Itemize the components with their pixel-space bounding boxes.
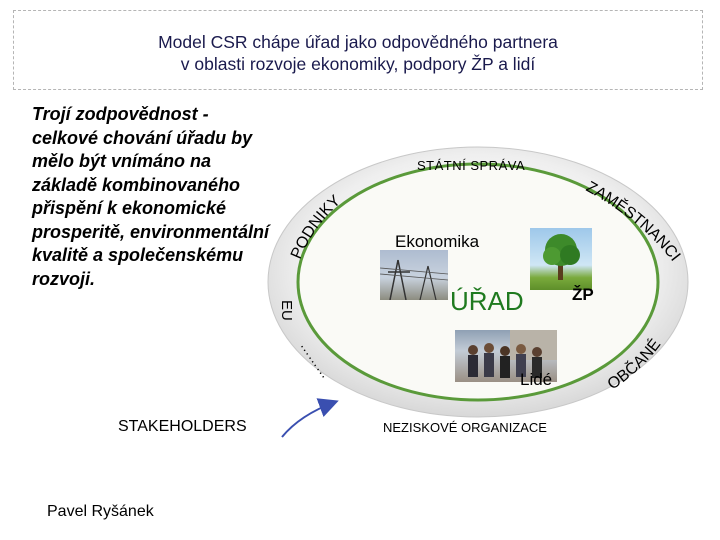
people-label: Lidé [520,370,553,389]
title-box: Model CSR chápe úřad jako odpovědného pa… [13,10,703,90]
page-title: Model CSR chápe úřad jako odpovědného pa… [14,31,702,75]
arc-label-eu: EU [278,300,295,321]
ngo-label: NEZISKOVÉ ORGANIZACE [383,420,547,435]
text-line: přispění k ekonomické [32,198,227,218]
stakeholders-label: STAKEHOLDERS [118,418,247,435]
economy-photo [380,250,448,300]
inner-ring [296,162,660,402]
stakeholders-arrow [281,398,339,438]
text-line: Trojí zodpovědnost - [32,104,209,124]
people-photo [455,330,557,382]
tree-icon [543,234,580,280]
people-icon [468,330,557,378]
environment-label: ŽP [572,285,594,304]
environment-photo [530,228,592,290]
title-line-2: v oblasti rozvoje ekonomiky, podpory ŽP … [180,54,536,74]
responsibility-text: Trojí zodpovědnost - celkové chování úřa… [32,103,302,291]
state-administration-label: STÁTNÍ SPRÁVA [417,158,526,173]
author-name: Pavel Ryšánek [47,503,154,520]
text-line: rozvoji. [32,268,96,289]
text-line: kvalitě a společenskému [32,245,244,265]
power-lines-icon [380,259,448,300]
economy-label: Ekonomika [395,232,480,251]
office-label: ÚŘAD [450,286,524,316]
text-line: základě kombinovaného [32,174,241,195]
text-line: prosperitě, environmentální [32,221,270,242]
text-line: mělo být vnímáno na [32,151,212,171]
title-line-1: Model CSR chápe úřad jako odpovědného pa… [158,32,558,52]
text-line: celkové chování úřadu by [32,127,253,148]
